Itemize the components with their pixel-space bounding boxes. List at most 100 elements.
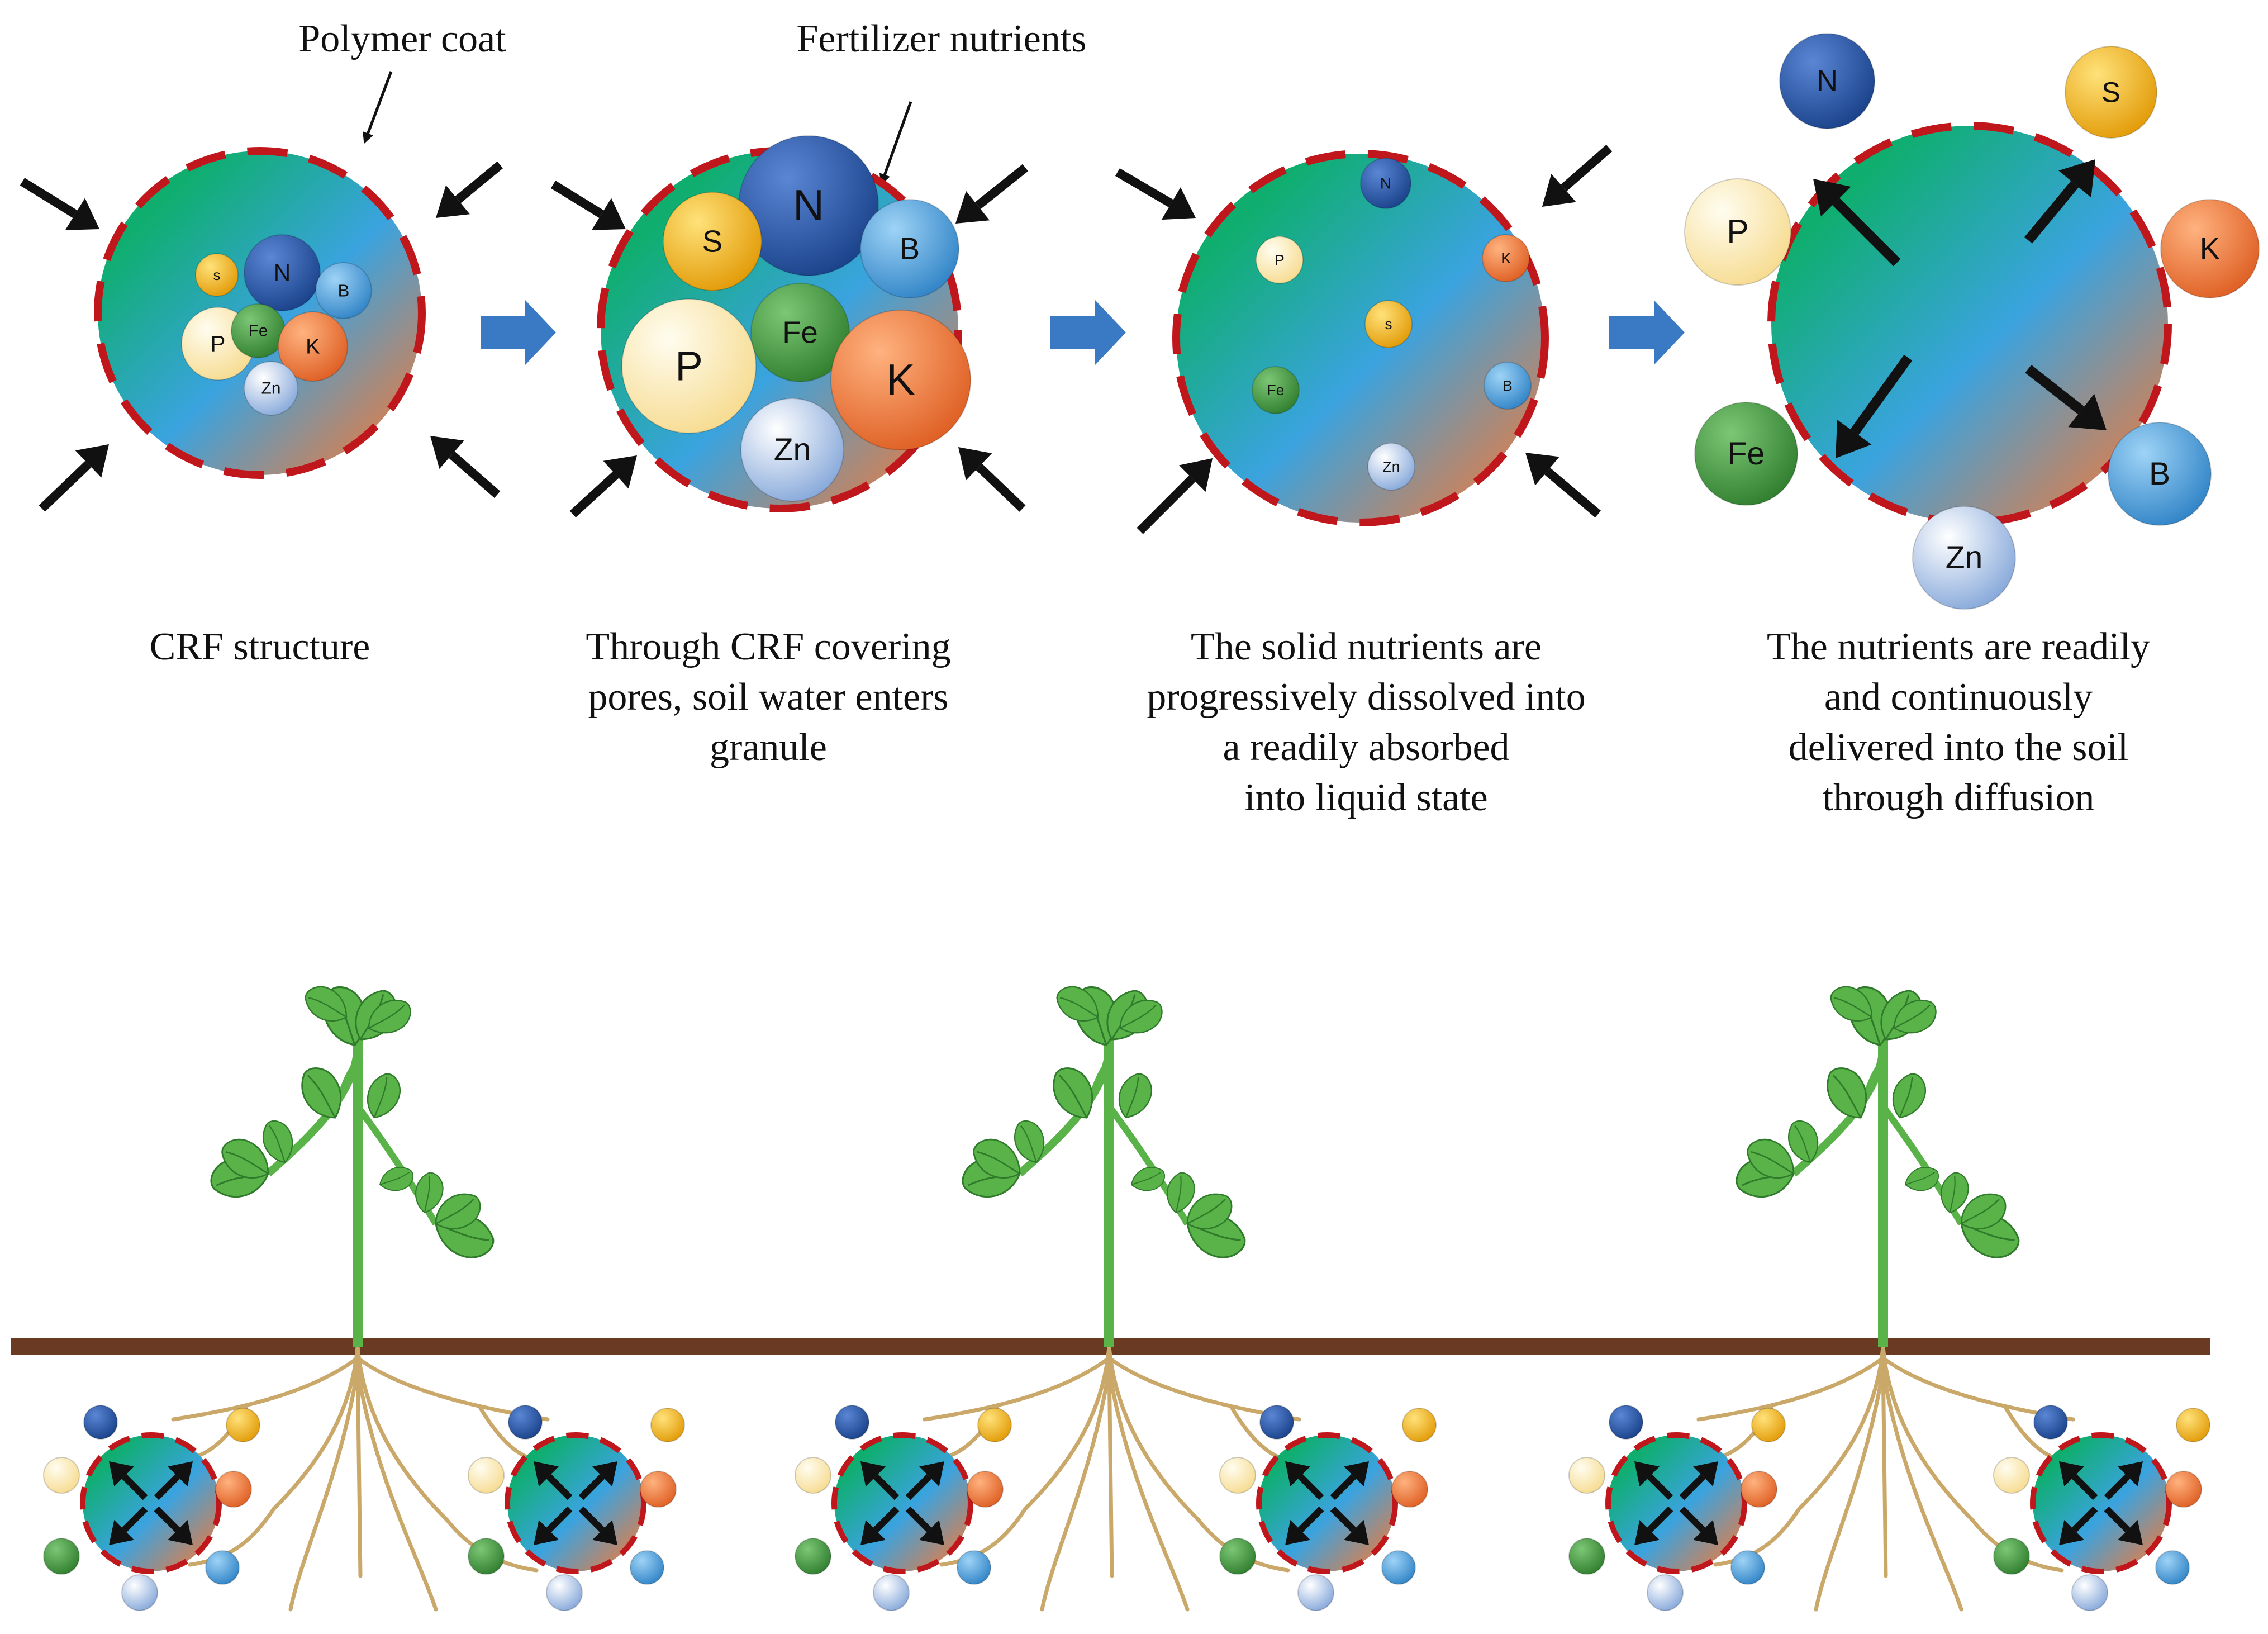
caption-stage-3-line-1: The solid nutrients are: [1191, 625, 1542, 668]
nutrient-label: Fe: [249, 322, 268, 340]
leaf: [262, 1120, 293, 1163]
nutrient-s-ball: [226, 1408, 260, 1442]
fertilizer-nutrients-pointer: [879, 101, 912, 186]
nutrient-label: Fe: [782, 316, 818, 350]
nutrient-zn-ball: [1297, 1574, 1334, 1611]
nutrient-label: s: [1385, 316, 1392, 332]
process-arrow-3: [1609, 300, 1685, 365]
water-flow-arrow: [1285, 1506, 1324, 1545]
water-flow-arrow: [569, 455, 637, 517]
leaf: [1960, 1193, 2007, 1229]
water-flow-arrow: [534, 1461, 573, 1500]
water-flow-arrow: [2059, 1461, 2098, 1500]
nutrient-label: B: [1503, 377, 1512, 394]
water-flow-arrow: [2024, 159, 2095, 244]
caption-stage-1-line-1: CRF structure: [150, 625, 370, 668]
nutrient-zn-ball: [2071, 1574, 2108, 1611]
nutrient-k-ball: K: [830, 310, 971, 450]
nutrient-fe-ball: [468, 1538, 505, 1575]
soil-crf-granule: [1568, 1405, 1786, 1611]
soil-crf-granule: [795, 1405, 1012, 1611]
water-flow-arrow: [1836, 354, 1913, 458]
nutrient-k-ball: [967, 1471, 1004, 1508]
nutrient-label: N: [1380, 175, 1391, 192]
leaf: [1118, 1073, 1153, 1119]
nutrient-p-ball: [468, 1457, 505, 1494]
plant-3: [1568, 986, 2210, 1612]
nutrient-s-ball: s: [195, 253, 239, 297]
nutrient-label: B: [900, 232, 920, 266]
plant-1: [43, 986, 685, 1612]
nutrient-fe-ball: [43, 1538, 80, 1575]
process-arrow-1: [481, 300, 556, 365]
nutrient-p-ball: [1993, 1457, 2030, 1494]
nutrient-n-ball: [1259, 1405, 1294, 1440]
soil-crf-granule: [1993, 1405, 2210, 1611]
water-flow-arrow: [2104, 1506, 2143, 1545]
plants: [43, 986, 2210, 1612]
nutrient-zn-ball: [1647, 1574, 1684, 1611]
water-flow-arrow: [905, 1506, 944, 1545]
nutrient-n-ball: [2033, 1405, 2068, 1440]
nutrient-p-ball: P: [621, 298, 757, 434]
water-flow-arrow: [154, 1506, 193, 1545]
soil-crf-granule: [43, 1405, 260, 1611]
water-flow-arrow: [20, 178, 99, 230]
nutrient-s-ball: [650, 1408, 685, 1442]
nutrient-fe-ball: Fe: [750, 283, 850, 382]
leaf: [415, 1172, 444, 1214]
nutrient-label: P: [1275, 251, 1284, 268]
water-flow-arrow: [578, 1461, 617, 1500]
caption-stage-2-line-2: pores, soil water enters: [588, 676, 948, 719]
nutrient-b-ball: [205, 1550, 240, 1585]
water-flow-arrow: [39, 444, 109, 512]
nutrient-n-ball: N: [1779, 33, 1875, 129]
nutrient-zn-ball: Zn: [1912, 506, 2016, 610]
nutrient-label: s: [213, 267, 221, 283]
leaf: [368, 999, 411, 1034]
water-flow-arrow: [1285, 1461, 1324, 1500]
plant-stem: [353, 1039, 363, 1347]
leaf: [1941, 1172, 1969, 1214]
leaf: [301, 1067, 342, 1119]
water-flow-arrow: [154, 1461, 193, 1500]
leaf: [1014, 1120, 1045, 1163]
nutrient-b-ball: [1381, 1550, 1416, 1585]
nutrient-p-ball: [43, 1457, 80, 1494]
caption-stage-4-line-1: The nutrients are readily: [1767, 625, 2150, 668]
nutrient-label: K: [1501, 250, 1511, 267]
nutrient-label: N: [793, 182, 824, 230]
caption-stage-2-line-1: Through CRF covering: [586, 625, 950, 668]
polymer-coat-ring: [1172, 150, 1549, 526]
leaf: [1830, 986, 1873, 1022]
nutrient-label: B: [2149, 456, 2170, 492]
nutrient-zn-ball: [873, 1574, 910, 1611]
leaf: [1827, 1067, 1867, 1119]
leaf: [1893, 999, 1937, 1034]
nutrient-k-ball: K: [278, 311, 348, 382]
nutrient-fe-ball: [1219, 1538, 1256, 1575]
water-flow-arrow: [1330, 1461, 1369, 1500]
nutrient-label: B: [338, 281, 350, 301]
water-flow-arrow: [1679, 1461, 1718, 1500]
nutrient-p-ball: [1568, 1457, 1605, 1494]
nutrient-s-ball: [1751, 1408, 1786, 1442]
nutrient-fe-ball: [1568, 1538, 1605, 1575]
nutrient-n-ball: N: [1360, 158, 1411, 209]
caption-stage-2-line-3: granule: [710, 726, 827, 769]
leaf: [1053, 1067, 1093, 1119]
nutrient-p-ball: [1219, 1457, 1256, 1494]
leaf: [367, 1073, 401, 1119]
water-flow-arrow: [1115, 168, 1196, 220]
water-flow-arrow: [955, 164, 1028, 224]
water-flow-arrow: [2025, 364, 2107, 430]
nutrient-s-ball: [1402, 1408, 1437, 1442]
fertilizer-nutrients-label: Fertilizer nutrients: [796, 17, 1086, 60]
nutrient-label: K: [2200, 232, 2220, 266]
leaf: [435, 1193, 481, 1229]
leaf: [1056, 986, 1099, 1022]
caption-stage-3-line-4: into liquid state: [1244, 776, 1488, 819]
